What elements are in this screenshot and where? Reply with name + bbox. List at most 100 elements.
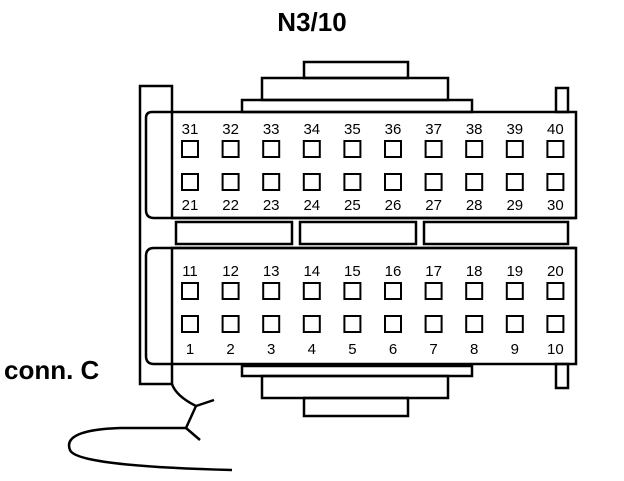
pin-socket [221, 315, 240, 333]
pin-socket [221, 140, 240, 158]
pin-label: 2 [226, 341, 234, 358]
pin-socket [302, 315, 321, 333]
left-housing [138, 84, 174, 386]
pin-label: 21 [182, 197, 199, 214]
diagram-title: N3/10 [277, 7, 347, 37]
left-lower-bracket [144, 246, 172, 366]
pin-socket [424, 140, 443, 158]
pin-label: 4 [308, 341, 316, 358]
pin-socket [262, 140, 281, 158]
pin-socket [181, 315, 199, 333]
pin-label: 33 [263, 121, 280, 138]
pin-socket [424, 173, 443, 191]
pin-label: 27 [425, 197, 442, 214]
bottom-key-tab [302, 396, 410, 418]
bottom-key-base [260, 374, 450, 400]
pin-socket [343, 315, 362, 333]
pin-socket [384, 173, 402, 191]
pin-socket [505, 173, 524, 191]
pin-label: 9 [511, 341, 519, 358]
left-upper-bracket [144, 110, 172, 220]
rail-segment [298, 220, 418, 246]
pin-label: 22 [222, 197, 239, 214]
pin-label: 19 [506, 263, 523, 280]
pin-socket [546, 315, 565, 333]
rail-segment [174, 220, 294, 246]
pin-label: 24 [303, 197, 320, 214]
connector-label: conn. C [4, 355, 100, 385]
pin-label: 13 [263, 263, 280, 280]
pin-socket [424, 282, 443, 300]
pin-label: 34 [303, 121, 320, 138]
pin-label: 31 [182, 121, 199, 138]
pin-socket [424, 315, 443, 333]
right-latch-top [554, 86, 570, 114]
pin-socket [465, 282, 484, 300]
pin-label: 8 [470, 341, 478, 358]
pin-label: 10 [547, 341, 564, 358]
pin-label: 29 [506, 197, 523, 214]
pin-label: 5 [348, 341, 356, 358]
pin-socket [181, 173, 199, 191]
pin-label: 20 [547, 263, 564, 280]
pin-socket [384, 315, 402, 333]
pin-socket [546, 282, 565, 300]
pin-socket [221, 282, 240, 300]
cable [67, 383, 233, 472]
top-key-tab [302, 60, 410, 80]
pin-label: 15 [344, 263, 361, 280]
cable-branch [185, 427, 201, 441]
pin-socket [302, 140, 321, 158]
pin-socket [343, 173, 362, 191]
pin-label: 38 [466, 121, 483, 138]
pin-socket [465, 315, 484, 333]
pin-socket [262, 315, 281, 333]
pin-socket [343, 140, 362, 158]
pin-label: 36 [385, 121, 402, 138]
pin-label: 1 [186, 341, 194, 358]
pin-label: 40 [547, 121, 564, 138]
pin-socket [181, 140, 199, 158]
pin-label: 26 [385, 197, 402, 214]
cable-branch [195, 398, 215, 408]
top-key-base [260, 76, 450, 102]
pin-label: 35 [344, 121, 361, 138]
pin-socket [302, 282, 321, 300]
pin-socket [505, 140, 524, 158]
pin-label: 39 [506, 121, 523, 138]
rail-segment [422, 220, 570, 246]
pin-socket [221, 173, 240, 191]
pin-label: 6 [389, 341, 397, 358]
pin-socket [465, 140, 484, 158]
pin-socket [505, 315, 524, 333]
pin-label: 32 [222, 121, 239, 138]
pin-socket [302, 173, 321, 191]
pin-label: 14 [303, 263, 320, 280]
pin-label: 3 [267, 341, 275, 358]
pin-label: 12 [222, 263, 239, 280]
pin-label: 17 [425, 263, 442, 280]
pin-socket [546, 173, 565, 191]
pin-socket [505, 282, 524, 300]
pin-label: 16 [385, 263, 402, 280]
pin-socket [343, 282, 362, 300]
pin-socket [465, 173, 484, 191]
right-latch-bottom [554, 362, 570, 390]
pin-label: 18 [466, 263, 483, 280]
top-key-rim [240, 98, 474, 114]
bottom-key-rim [240, 364, 474, 378]
pin-socket [384, 282, 402, 300]
pin-socket [181, 282, 199, 300]
pin-label: 7 [429, 341, 437, 358]
pin-label: 11 [182, 263, 198, 280]
pin-label: 37 [425, 121, 442, 138]
pin-label: 30 [547, 197, 564, 214]
pin-label: 25 [344, 197, 361, 214]
pin-socket [262, 173, 281, 191]
pin-socket [262, 282, 281, 300]
pin-socket [384, 140, 402, 158]
pin-label: 28 [466, 197, 483, 214]
pin-label: 23 [263, 197, 280, 214]
